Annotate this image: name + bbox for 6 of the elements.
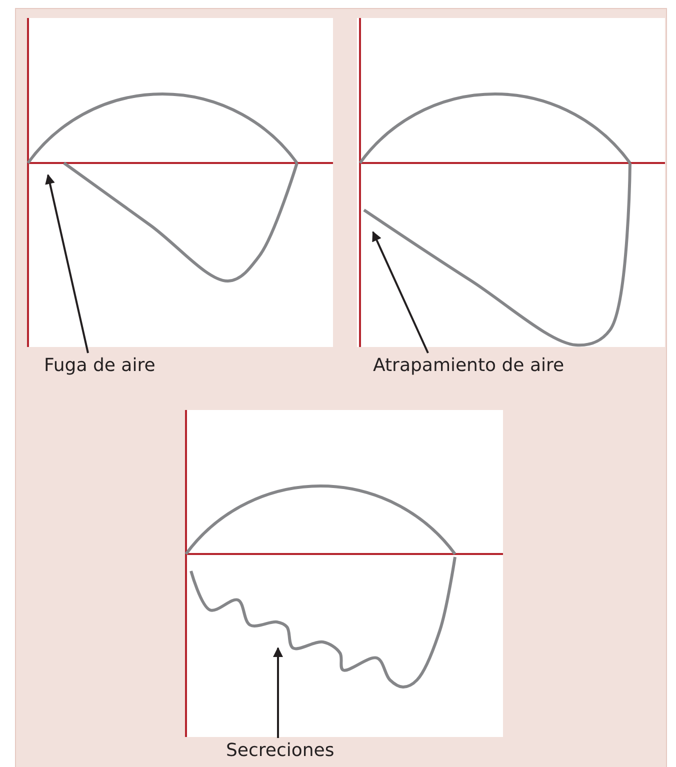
leader-arrow	[372, 231, 429, 354]
leader-arrow	[45, 174, 89, 354]
leader-arrow	[273, 647, 283, 738]
caption-text: Atrapamiento de aire	[373, 355, 564, 377]
caption-text: Secreciones	[226, 740, 334, 762]
caption-text: Fuga de aire	[44, 355, 156, 377]
